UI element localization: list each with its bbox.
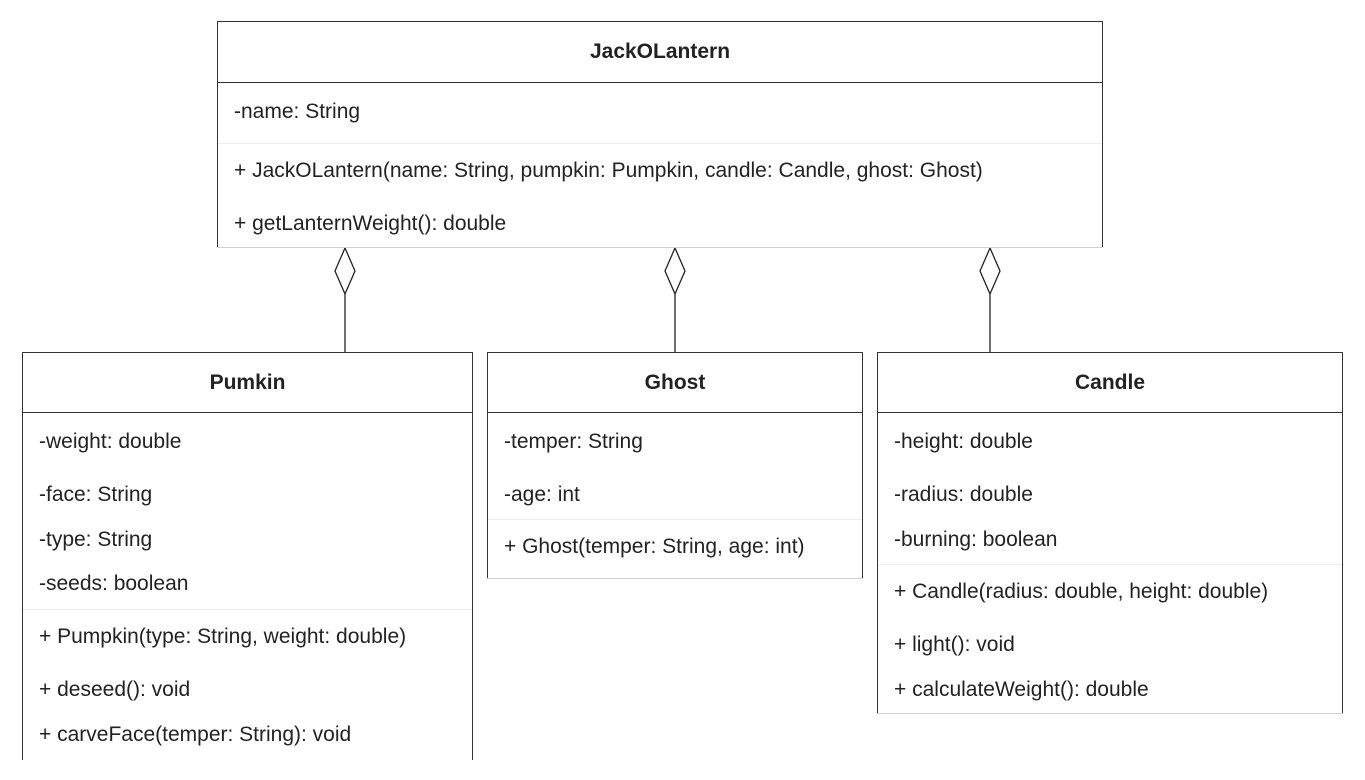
aggregation-ghost <box>664 246 686 352</box>
attribute: -weight: double <box>39 430 182 453</box>
attribute: -type: String <box>39 528 153 551</box>
class-jackolantern[interactable]: JackOLantern -name: String + JackOLanter… <box>217 21 1103 248</box>
class-candle[interactable]: Candle -height: double -radius: double -… <box>877 352 1343 714</box>
class-pumkin[interactable]: Pumkin -weight: double -face: String -ty… <box>22 352 473 760</box>
method: + carveFace(temper: String): void <box>39 723 352 746</box>
class-name: JackOLantern <box>218 22 1102 83</box>
attributes-section: -height: double -radius: double -burning… <box>878 413 1342 565</box>
aggregation-diamond <box>334 246 356 296</box>
method: + getLanternWeight(): double <box>234 212 507 235</box>
methods-section: + JackOLantern(name: String, pumpkin: Pu… <box>218 144 1102 248</box>
box-bottom-edge <box>217 247 1103 248</box>
attributes-section: -temper: String -age: int <box>488 413 862 520</box>
method: + light(): void <box>894 633 1015 656</box>
attribute: -age: int <box>504 483 580 506</box>
methods-section: + Ghost(temper: String, age: int) <box>488 520 862 578</box>
class-name: Ghost <box>488 353 862 413</box>
attribute: -height: double <box>894 430 1033 453</box>
class-ghost[interactable]: Ghost -temper: String -age: int + Ghost(… <box>487 352 863 579</box>
method: + JackOLantern(name: String, pumpkin: Pu… <box>234 159 983 182</box>
attribute: -name: String <box>234 100 361 123</box>
method: + deseed(): void <box>39 678 191 701</box>
method: + Candle(radius: double, height: double) <box>894 580 1269 603</box>
class-name: Pumkin <box>23 353 472 413</box>
attributes-section: -weight: double -face: String -type: Str… <box>23 413 472 610</box>
methods-section: + Candle(radius: double, height: double)… <box>878 565 1342 714</box>
attribute: -seeds: boolean <box>39 572 189 595</box>
attribute: -face: String <box>39 483 153 506</box>
aggregation-diamond <box>979 246 1001 296</box>
aggregation-pumkin <box>334 246 356 352</box>
method: + Pumpkin(type: String, weight: double) <box>39 625 407 648</box>
attributes-section: -name: String <box>218 83 1102 144</box>
aggregation-candle <box>979 246 1001 352</box>
aggregation-diamond <box>664 246 686 296</box>
attribute: -temper: String <box>504 430 643 453</box>
box-bottom-edge <box>877 713 1343 714</box>
methods-section: + Pumpkin(type: String, weight: double) … <box>23 610 472 760</box>
box-bottom-edge <box>487 578 863 579</box>
attribute: -burning: boolean <box>894 528 1058 551</box>
method: + calculateWeight(): double <box>894 678 1149 701</box>
method: + Ghost(temper: String, age: int) <box>504 535 805 558</box>
attribute: -radius: double <box>894 483 1033 506</box>
class-name: Candle <box>878 353 1342 413</box>
